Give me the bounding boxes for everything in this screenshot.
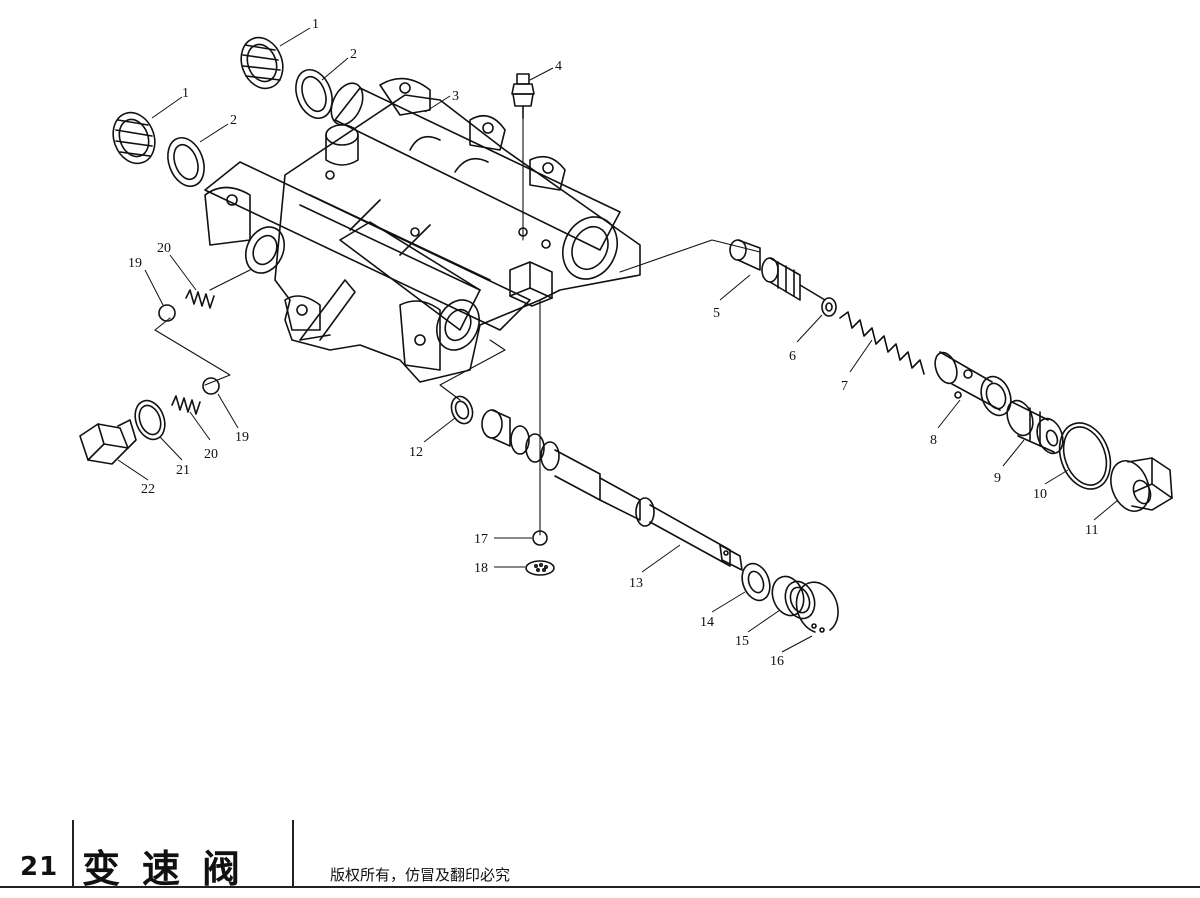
- leader-19a: [144, 269, 164, 306]
- leader-21: [159, 436, 183, 461]
- callout-13: 13: [629, 576, 643, 591]
- leader-12: [423, 417, 456, 443]
- callout-1-upper: 1: [312, 17, 319, 32]
- assembly-line-5-11: [619, 239, 761, 273]
- seal-part-14: [741, 562, 771, 602]
- callout-12: 12: [409, 445, 423, 460]
- callout-19-lower: 19: [235, 430, 249, 445]
- o-ring-part-12: [450, 395, 474, 425]
- callout-18: 18: [474, 561, 488, 576]
- washer-part-2-upper: [295, 68, 333, 120]
- fitting-part-4: [511, 73, 535, 119]
- screen-part-18: [525, 560, 555, 576]
- callout-2-left: 2: [230, 113, 237, 128]
- leader-4: [529, 67, 554, 81]
- leader-11: [1093, 499, 1119, 521]
- assembly-line-12: [439, 339, 506, 401]
- plug-part-11: [1110, 457, 1173, 512]
- leader-6: [796, 314, 823, 343]
- leader-2b: [199, 123, 229, 143]
- callout-22: 22: [141, 482, 155, 497]
- sleeve-part-8: [934, 351, 1012, 417]
- leader-22: [117, 459, 149, 481]
- callout-2-upper: 2: [350, 47, 357, 62]
- copyright-notice: 版权所有，仿冒及翻印必究: [330, 866, 511, 884]
- callout-1-left: 1: [182, 86, 189, 101]
- washer-part-2-left: [167, 136, 205, 188]
- leader-20a: [169, 254, 197, 291]
- retainer-part-6: [821, 297, 837, 317]
- callout-3: 3: [452, 89, 459, 104]
- spring-part-20-upper: [185, 289, 215, 309]
- callout-20-upper: 20: [157, 241, 171, 256]
- callout-16: 16: [770, 654, 784, 669]
- o-ring-part-10: [1058, 422, 1112, 490]
- leader-16: [781, 635, 813, 653]
- plug-part-1-upper: [240, 36, 284, 90]
- leader-8: [937, 399, 961, 429]
- spring-part-7: [839, 311, 925, 375]
- leader-15: [747, 609, 781, 633]
- leader-3: [424, 95, 451, 113]
- leader-20b: [189, 411, 211, 441]
- callout-20-lower: 20: [204, 447, 218, 462]
- spring-part-20-lower: [171, 395, 201, 415]
- callout-8: 8: [930, 433, 937, 448]
- leader-13: [641, 544, 681, 573]
- leader-14: [711, 591, 746, 613]
- callout-14: 14: [700, 615, 714, 630]
- valve-body-part-3: [204, 77, 641, 383]
- leader-1a: [279, 27, 311, 47]
- callout-6: 6: [789, 349, 796, 364]
- ball-part-19-lower: [202, 377, 220, 395]
- callout-11: 11: [1085, 523, 1098, 538]
- leader-9: [1002, 439, 1025, 467]
- callout-7: 7: [841, 379, 848, 394]
- callout-17: 17: [474, 532, 488, 547]
- page-number: 21: [20, 852, 59, 882]
- spool-part-5: [729, 239, 826, 301]
- leader-1b: [151, 96, 183, 119]
- leader-7: [849, 339, 873, 373]
- piston-part-9: [1006, 399, 1064, 455]
- plug-part-1-left: [112, 111, 156, 165]
- shaft-part-13: [481, 409, 743, 571]
- page-title: 变速阀: [82, 847, 263, 891]
- washer-part-21: [134, 399, 166, 441]
- callout-9: 9: [994, 471, 1001, 486]
- snap-ring-part-16: [795, 581, 839, 633]
- ball-part-17: [532, 530, 548, 546]
- leader-19b: [217, 393, 239, 429]
- bushing-part-15: [771, 575, 816, 620]
- plug-part-22: [79, 419, 137, 465]
- leader-10: [1044, 469, 1069, 485]
- callout-4: 4: [555, 59, 562, 74]
- callout-15: 15: [735, 634, 749, 649]
- leader-2a: [321, 57, 349, 81]
- footer-rule: [0, 886, 1200, 888]
- leader-5: [719, 274, 751, 301]
- callout-19-upper: 19: [128, 256, 142, 271]
- callout-21: 21: [176, 463, 190, 478]
- ball-part-19-upper: [158, 304, 176, 322]
- callout-10: 10: [1033, 487, 1047, 502]
- footer-divider-left: [72, 820, 74, 888]
- callout-5: 5: [713, 306, 720, 321]
- assembly-line-19-20: [154, 269, 251, 386]
- footer-divider-right: [292, 820, 294, 888]
